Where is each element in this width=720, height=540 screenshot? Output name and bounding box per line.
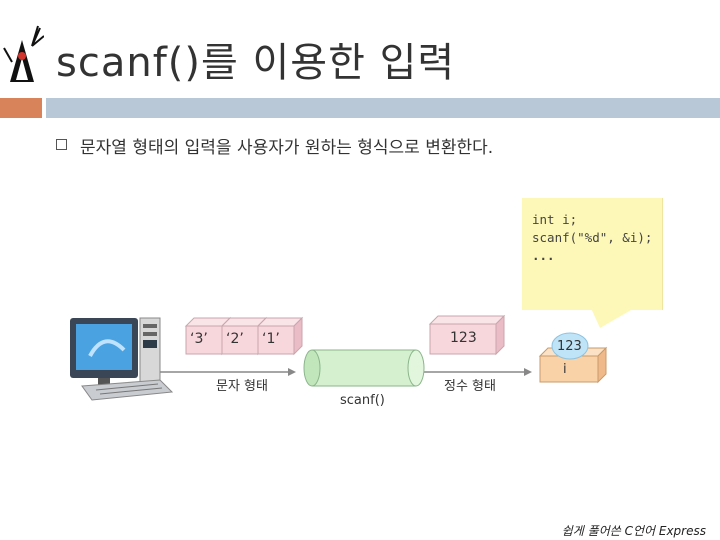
code-line: ...: [532, 248, 555, 263]
accent-bar-orange: [0, 98, 42, 118]
integer-form-label: 정수 형태: [444, 379, 496, 394]
variable-value: 123: [557, 339, 582, 354]
char-label: ‘1’: [262, 331, 280, 347]
integer-value: 123: [450, 330, 477, 346]
bullet-square-icon: [56, 139, 67, 150]
scanf-label: scanf(): [340, 393, 385, 408]
code-note: [522, 198, 663, 310]
integer-box: [428, 314, 506, 356]
code-line: scanf("%d", &i);: [532, 230, 653, 245]
footer-text: 쉽게 풀어쓴 C언어 Express: [561, 524, 706, 538]
char-label: ‘2’: [226, 331, 244, 347]
scanf-cylinder: [303, 349, 425, 387]
bullet-text: 문자열 형태의 입력을 사용자가 원하는 형식으로 변환한다.: [80, 138, 494, 158]
accent-bar-blue: [46, 98, 720, 118]
computer-icon: [70, 317, 174, 401]
code-line: int i;: [532, 212, 578, 227]
code-note-tail: [590, 306, 638, 328]
char-label: ‘3’: [190, 331, 208, 347]
variable-name: i: [563, 362, 567, 377]
variable-box: [538, 332, 608, 384]
slide-title: scanf()를 이용한 입력: [56, 40, 456, 86]
char-boxes: [184, 316, 304, 356]
string-form-label: 문자 형태: [216, 379, 268, 394]
java-duke-mascot-icon: [3, 25, 44, 82]
